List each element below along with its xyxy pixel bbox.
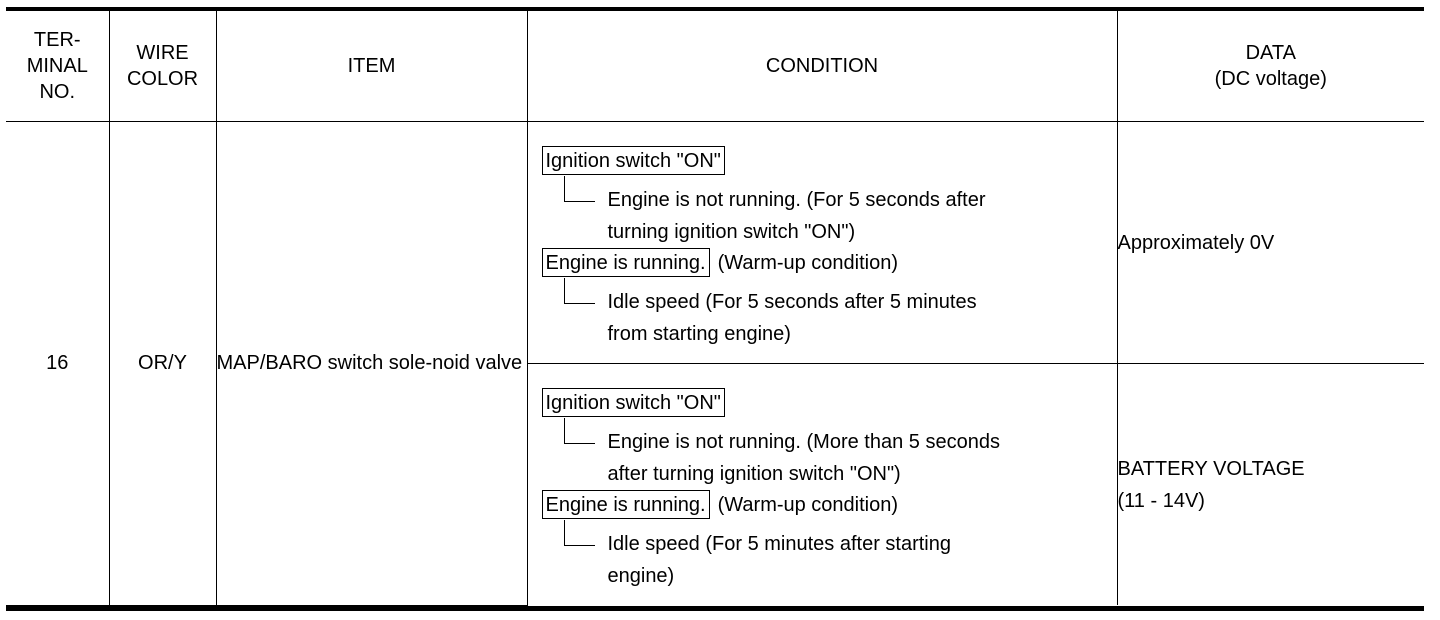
elbow-connector-icon	[563, 418, 595, 444]
condition-cell-2: Ignition switch "ON" Engine is not runni…	[527, 363, 1118, 605]
condition-box-engine-running: Engine is running.	[541, 248, 710, 277]
condition-note: (Warm-up condition)	[717, 252, 899, 274]
condition-cell-1: Ignition switch "ON" Engine is not runni…	[526, 121, 1118, 364]
condition-sub-engine-not-running: Engine is not running. (More than 5 seco…	[563, 418, 1117, 490]
header-row: TER- MINAL NO. WIRE COLOR ITEM CONDITION…	[6, 11, 1424, 122]
condition-sub-engine-not-running: Engine is not running. (For 5 seconds af…	[563, 176, 1117, 248]
elbow-connector-icon	[563, 278, 595, 304]
elbow-connector-icon	[563, 520, 595, 546]
condition-box-engine-running: Engine is running.	[541, 490, 710, 519]
header-item: ITEM	[215, 11, 528, 122]
table-top-rule	[6, 7, 1424, 11]
table-bottom-rule	[6, 606, 1424, 611]
header-condition: CONDITION	[526, 11, 1118, 122]
condition-sub-idle-speed: Idle speed (For 5 minutes after starting…	[563, 520, 1117, 592]
data-cell-1: Approximately 0V	[1116, 121, 1424, 364]
condition-box-ignition-on: Ignition switch "ON"	[541, 146, 725, 175]
item-cell: MAP/BARO switch sole-noid valve	[215, 121, 528, 606]
data-cell-2: BATTERY VOLTAGE (11 - 14V)	[1116, 363, 1424, 605]
condition-sub-idle-speed: Idle speed (For 5 seconds after 5 minute…	[563, 278, 1117, 350]
header-wire-color: WIRE COLOR	[108, 11, 217, 122]
table-row: 16 OR/Y MAP/BARO switch sole-noid valve …	[6, 121, 1424, 606]
header-data: DATA (DC voltage)	[1116, 11, 1424, 122]
condition-note: (Warm-up condition)	[717, 494, 899, 516]
terminal-data-table: TER- MINAL NO. WIRE COLOR ITEM CONDITION…	[6, 11, 1424, 606]
elbow-connector-icon	[563, 176, 595, 202]
terminal-number-cell: 16	[6, 121, 110, 606]
table-row: Ignition switch "ON" Engine is not runni…	[6, 363, 1424, 605]
wire-color-cell: OR/Y	[108, 121, 217, 606]
header-terminal-no: TER- MINAL NO.	[6, 11, 110, 122]
condition-box-ignition-on: Ignition switch "ON"	[541, 388, 725, 417]
